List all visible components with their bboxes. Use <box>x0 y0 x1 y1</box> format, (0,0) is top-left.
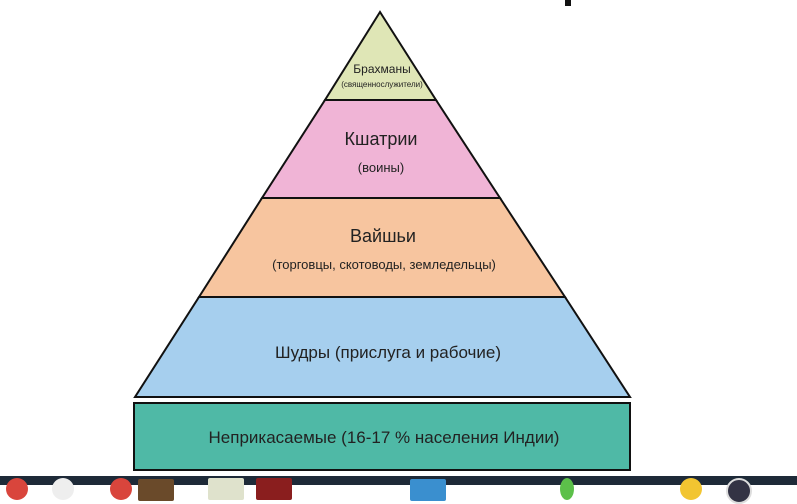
vaishyas-subtitle: (торговцы, скотоводы, земледельцы) <box>272 257 496 272</box>
kshatriyas-title: Кшатрии <box>344 129 418 149</box>
dock-app-icon[interactable] <box>208 478 244 500</box>
dock-app-icon[interactable] <box>680 478 702 500</box>
untouchables-title: Неприкасаемые (16-17 % населения Индии) <box>208 428 560 447</box>
brahmins-subtitle: (священнослужители) <box>341 80 423 89</box>
untouchables-box <box>133 402 631 471</box>
title-fragment <box>565 0 571 6</box>
dock-app-icon[interactable] <box>410 479 446 501</box>
taskbar-dock <box>0 476 797 485</box>
kshatriyas-subtitle: (воины) <box>357 160 405 175</box>
vaishyas-title: Вайшьи <box>350 226 416 246</box>
pyramid-level-shudras <box>133 296 632 398</box>
dock-app-icon[interactable] <box>560 478 574 500</box>
shudras-title: Шудры (прислуга и рабочие) <box>275 343 501 362</box>
dock-app-icon[interactable] <box>726 478 752 504</box>
dock-app-icon[interactable] <box>256 478 292 500</box>
pyramid-level-vaishyas <box>197 197 567 298</box>
caste-pyramid <box>133 0 632 471</box>
dock-app-icon[interactable] <box>6 478 28 500</box>
dock-app-icon[interactable] <box>138 479 174 501</box>
brahmins-title: Брахманы <box>353 62 411 76</box>
dock-app-icon[interactable] <box>110 478 132 500</box>
dock-app-icon[interactable] <box>52 478 74 500</box>
